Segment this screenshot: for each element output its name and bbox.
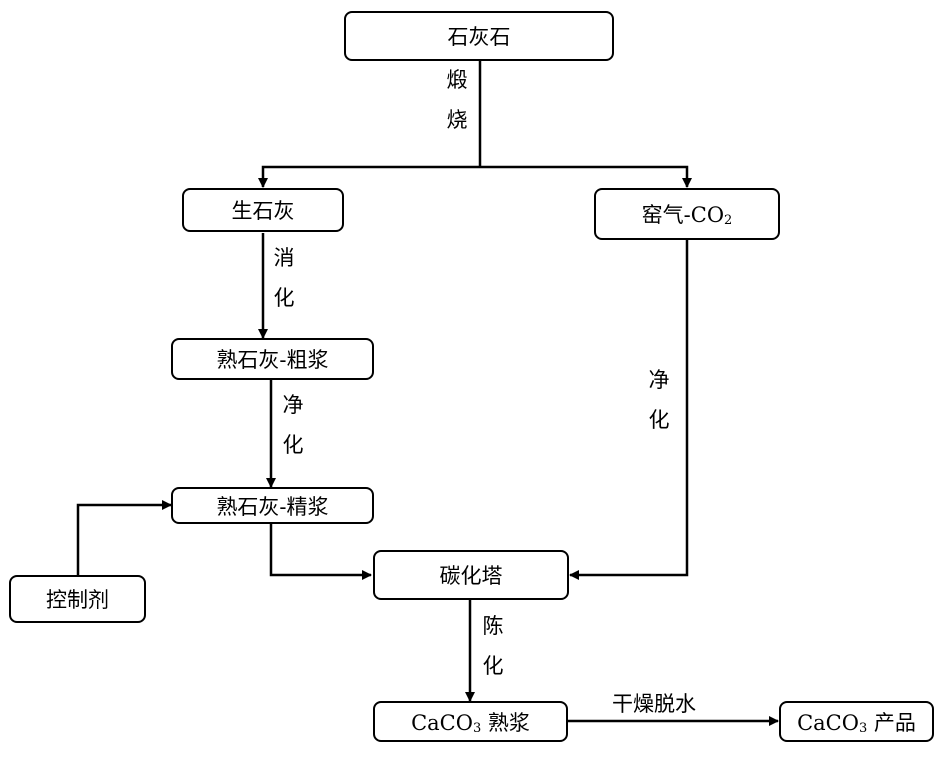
edge-refined-to-tower xyxy=(269,524,372,580)
label-aging: 陈 化 xyxy=(482,614,504,678)
node-quicklime: 生石灰 xyxy=(182,188,344,232)
label-purification-gas: 净 化 xyxy=(648,368,670,432)
edge-control-to-refined xyxy=(76,500,172,575)
node-control-agent: 控制剂 xyxy=(9,575,146,623)
node-kiln-gas: 窑气-CO2 xyxy=(594,188,780,240)
edge-to-kiln-gas xyxy=(480,165,692,188)
node-caco3-product: CaCO3 产品 xyxy=(779,701,934,742)
label-calcination: 煅 烧 xyxy=(446,68,468,132)
label-slaking: 消 化 xyxy=(273,246,295,310)
node-slaked-lime-refined: 熟石灰-精浆 xyxy=(171,487,374,524)
node-caco3-slurry: CaCO3 熟浆 xyxy=(373,701,568,742)
edge-gas-to-tower xyxy=(569,240,689,580)
label-purification-lime: 净 化 xyxy=(282,393,304,457)
label-drying: 干燥脱水 xyxy=(612,692,696,716)
node-carbonation-tower: 碳化塔 xyxy=(373,550,569,600)
edge-to-quicklime xyxy=(258,165,480,188)
node-slaked-lime-crude: 熟石灰-粗浆 xyxy=(171,338,374,380)
node-limestone: 石灰石 xyxy=(344,11,614,61)
